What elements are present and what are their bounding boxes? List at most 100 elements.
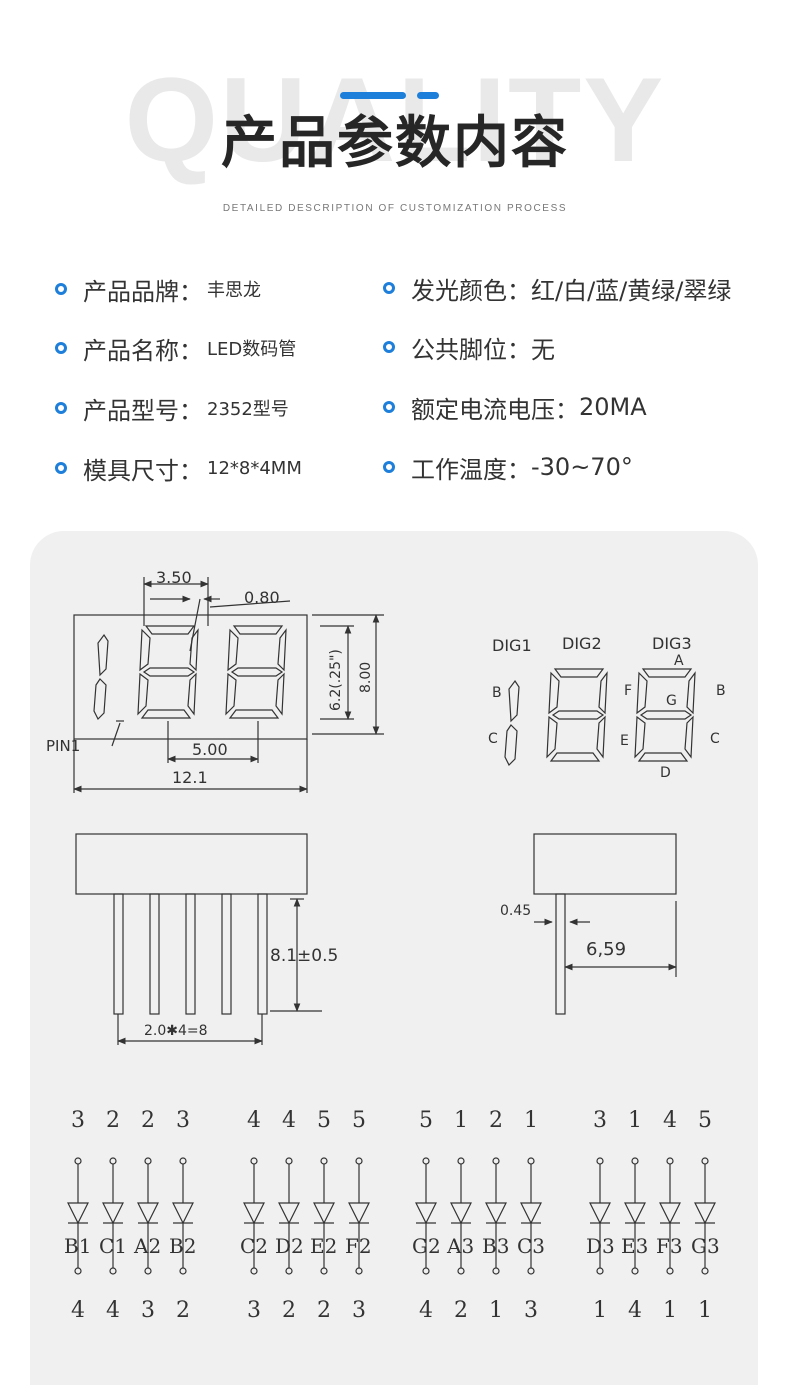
pin-number-top: 5 bbox=[419, 1108, 433, 1133]
spec-label: 额定电流电压： bbox=[411, 395, 579, 424]
terminal-bottom bbox=[492, 1267, 500, 1275]
segment-label: D3 bbox=[586, 1234, 615, 1258]
seg-f-label: F bbox=[624, 683, 632, 699]
pin-number-bottom: 4 bbox=[71, 1298, 85, 1323]
diode-icon bbox=[172, 1202, 194, 1225]
segment-label: B1 bbox=[64, 1234, 91, 1258]
pin-number-bottom: 4 bbox=[628, 1298, 642, 1323]
terminal-bottom bbox=[320, 1267, 328, 1275]
spec-brand: 产品品牌： 丰思龙 bbox=[55, 272, 261, 306]
dig1-label: DIG1 bbox=[492, 636, 532, 655]
pin-number-bottom: 3 bbox=[141, 1298, 155, 1323]
pin-number-top: 5 bbox=[317, 1108, 331, 1133]
spec-rated-current: 额定电流电压： 20MA bbox=[383, 390, 647, 424]
segment-label: E3 bbox=[621, 1234, 648, 1258]
pin-number-bottom: 2 bbox=[282, 1298, 296, 1323]
pin-number-bottom: 1 bbox=[663, 1298, 677, 1323]
spec-label: 工作温度： bbox=[411, 455, 531, 484]
terminal-top bbox=[250, 1157, 258, 1165]
pin-number-top: 3 bbox=[176, 1108, 190, 1133]
terminal-bottom bbox=[527, 1267, 535, 1275]
diode-icon bbox=[415, 1202, 437, 1225]
terminal-bottom bbox=[355, 1267, 363, 1275]
bullet-icon bbox=[383, 282, 395, 294]
technical-drawing: 3.50 0.80 6.2(.25") 8.00 5.00 bbox=[46, 568, 726, 1323]
spec-label: 模具尺寸： bbox=[83, 456, 203, 485]
segment-label: C3 bbox=[517, 1234, 545, 1258]
segment-label: G2 bbox=[412, 1234, 441, 1258]
dim-segment-gap: 0.80 bbox=[244, 588, 280, 607]
spec-label: 产品型号： bbox=[83, 396, 203, 425]
diode-icon bbox=[624, 1202, 646, 1225]
pin-number-top: 5 bbox=[352, 1108, 366, 1133]
dim-digit-width: 3.50 bbox=[156, 568, 192, 587]
terminal-bottom bbox=[422, 1267, 430, 1275]
spec-temperature: 工作温度： -30~70° bbox=[383, 450, 633, 484]
page-subtitle: DETAILED DESCRIPTION OF CUSTOMIZATION PR… bbox=[222, 203, 568, 214]
terminal-top bbox=[144, 1157, 152, 1165]
pin-number-top: 1 bbox=[524, 1108, 538, 1133]
terminal-top bbox=[179, 1157, 187, 1165]
bullet-icon bbox=[383, 341, 395, 353]
terminal-bottom bbox=[631, 1267, 639, 1275]
spec-label: 产品名称： bbox=[83, 336, 203, 365]
diode-icon bbox=[137, 1202, 159, 1225]
pin-number-top: 2 bbox=[489, 1108, 503, 1133]
terminal-top bbox=[596, 1157, 604, 1165]
terminal-top bbox=[666, 1157, 674, 1165]
accent-bar bbox=[340, 92, 406, 99]
bullet-icon bbox=[55, 283, 67, 295]
dig3-label: DIG3 bbox=[652, 634, 692, 653]
segment-label: A2 bbox=[133, 1234, 161, 1258]
pin-number-top: 5 bbox=[698, 1108, 712, 1133]
spec-common-pin: 公共脚位： 无 bbox=[383, 330, 555, 364]
pin-number-top: 4 bbox=[663, 1108, 677, 1133]
diode-icon bbox=[102, 1202, 124, 1225]
segment-label: B3 bbox=[482, 1234, 509, 1258]
diode-icon bbox=[67, 1202, 89, 1225]
segment-label: D2 bbox=[275, 1234, 304, 1258]
end-view: 0.45 6,59 bbox=[500, 833, 677, 1015]
seg-c-label: C bbox=[710, 731, 720, 747]
pin-number-top: 2 bbox=[106, 1108, 120, 1133]
spec-value: 2352型号 bbox=[207, 399, 289, 420]
quality-watermark: QUALITY bbox=[124, 53, 666, 187]
spec-value: LED数码管 bbox=[207, 339, 297, 360]
diode-icon bbox=[520, 1202, 542, 1225]
seg-c1-label: C bbox=[488, 731, 498, 747]
terminal-top bbox=[631, 1157, 639, 1165]
pin-number-top: 4 bbox=[247, 1108, 261, 1133]
pin-number-top: 1 bbox=[454, 1108, 468, 1133]
terminal-top bbox=[701, 1157, 709, 1165]
segment-label: G3 bbox=[691, 1234, 720, 1258]
spec-value: 20MA bbox=[579, 393, 647, 421]
spec-name: 产品名称： LED数码管 bbox=[55, 331, 296, 365]
diode-icon bbox=[348, 1202, 370, 1225]
segment-label: C1 bbox=[99, 1234, 127, 1258]
front-view: 3.50 0.80 6.2(.25") 8.00 5.00 bbox=[46, 568, 384, 793]
terminal-top bbox=[320, 1157, 328, 1165]
terminal-top bbox=[355, 1157, 363, 1165]
pin-number-bottom: 4 bbox=[419, 1298, 433, 1323]
terminal-bottom bbox=[596, 1267, 604, 1275]
pin1-label: PIN1 bbox=[46, 737, 80, 755]
segment-label: B2 bbox=[169, 1234, 196, 1258]
terminal-top bbox=[422, 1157, 430, 1165]
bullet-icon bbox=[383, 461, 395, 473]
segment-label: F3 bbox=[656, 1234, 683, 1258]
seg-b-label: B bbox=[716, 683, 726, 699]
bullet-icon bbox=[55, 342, 67, 354]
terminal-top bbox=[527, 1157, 535, 1165]
pin-number-top: 4 bbox=[282, 1108, 296, 1133]
dim-pin-width: 0.45 bbox=[500, 903, 531, 919]
pin-number-top: 1 bbox=[628, 1108, 642, 1133]
spec-value: 丰思龙 bbox=[207, 280, 261, 301]
bullet-icon bbox=[55, 462, 67, 474]
diode-icon bbox=[450, 1202, 472, 1225]
dig2-label: DIG2 bbox=[562, 634, 602, 653]
spec-size: 模具尺寸： 12*8*4MM bbox=[55, 451, 302, 485]
pin-number-bottom: 1 bbox=[593, 1298, 607, 1323]
diode-icon bbox=[694, 1202, 716, 1225]
pin-number-top: 3 bbox=[71, 1108, 85, 1133]
terminal-top bbox=[74, 1157, 82, 1165]
